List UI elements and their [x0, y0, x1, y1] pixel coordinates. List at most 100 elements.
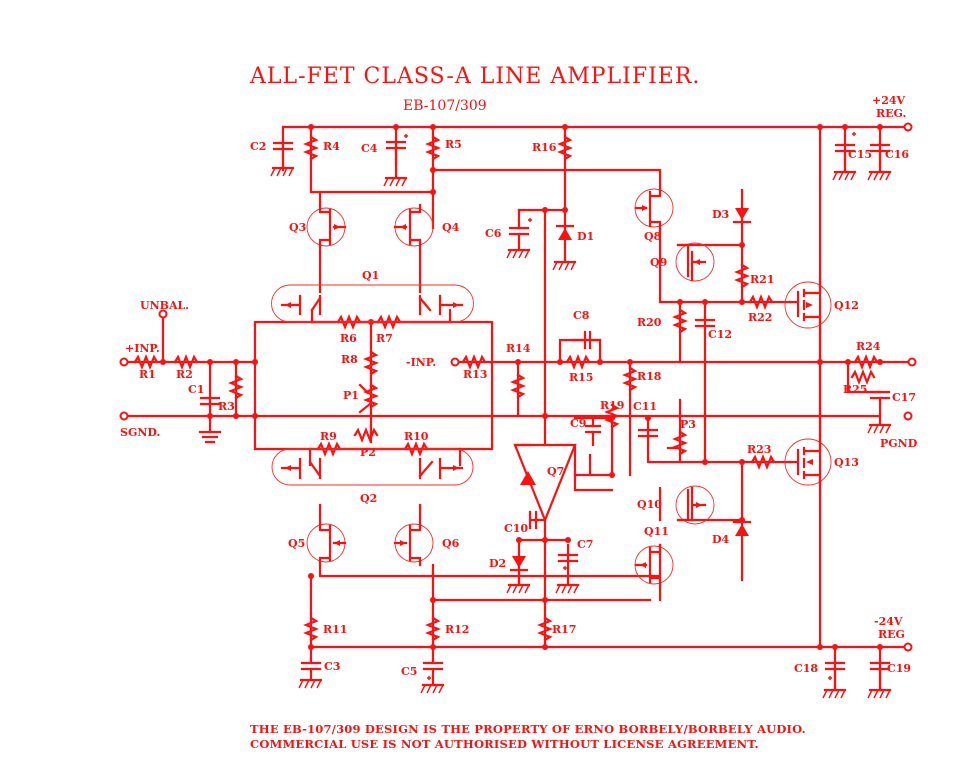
label-c4: C4 — [361, 142, 378, 155]
label-r10: R10 — [404, 430, 429, 443]
label-r8: R8 — [341, 353, 358, 366]
resistor-r6 — [336, 314, 362, 330]
transistor-q6 — [393, 523, 434, 567]
terminal-labels: +24V REG. -24V REG UNBAL. +INP. -INP. SG… — [120, 94, 918, 641]
potentiometer-p1 — [363, 383, 379, 409]
capacitor-c11 — [637, 428, 659, 438]
label-p1: P1 — [343, 389, 359, 402]
resistor-r24 — [853, 354, 879, 370]
pgnd-label: PGND — [880, 437, 918, 450]
label-q13: Q13 — [834, 456, 859, 469]
resistor-r3 — [228, 374, 244, 400]
label-q2: Q2 — [360, 492, 377, 505]
transistor-q9 — [675, 242, 715, 282]
ground-symbols — [198, 146, 892, 699]
ground-c16 — [867, 149, 892, 181]
transistor-q4 — [393, 203, 434, 247]
transistor-q1 — [271, 284, 474, 323]
resistor-r18 — [622, 366, 638, 392]
diagram-title: ALL-FET CLASS-A LINE AMPLIFIER. — [249, 64, 700, 89]
label-r25: R25 — [843, 383, 867, 396]
label-c17: C17 — [892, 391, 916, 404]
label-r20: R20 — [637, 316, 662, 329]
label-r18: R18 — [637, 370, 662, 383]
junctions — [160, 124, 883, 650]
neg-supply-label-2: REG — [878, 628, 905, 641]
ground-c3 — [298, 678, 323, 689]
label-c7: C7 — [577, 538, 593, 551]
label-r2: R2 — [176, 368, 193, 381]
footer-line-2: COMMERCIAL USE IS NOT AUTHORISED WITHOUT… — [250, 737, 759, 751]
resistor-r10 — [403, 441, 429, 457]
terminals — [119, 122, 917, 652]
label-q4: Q4 — [442, 221, 460, 234]
ground-c15 — [832, 149, 857, 181]
label-p2: P2 — [360, 446, 376, 459]
label-r1: R1 — [139, 368, 156, 381]
label-r12: R12 — [445, 623, 469, 636]
capacitor-c5 — [422, 661, 444, 687]
label-c8: C8 — [573, 309, 590, 322]
label-d3: D3 — [712, 208, 729, 221]
label-r15: R15 — [569, 371, 593, 384]
resistor-r9 — [316, 441, 342, 457]
ground-c17 — [867, 396, 892, 434]
label-r7: R7 — [376, 332, 393, 345]
label-p3: P3 — [680, 418, 696, 431]
label-d2: D2 — [489, 557, 506, 570]
label-r5: R5 — [445, 138, 462, 151]
label-c5: C5 — [401, 665, 417, 678]
label-q10: Q10 — [637, 498, 662, 511]
label-c1: C1 — [188, 383, 204, 396]
label-r14: R14 — [506, 342, 531, 355]
capacitor-c1 — [199, 396, 221, 406]
diode-d4 — [732, 520, 752, 536]
resistor-r20 — [672, 308, 688, 334]
label-r11: R11 — [323, 623, 347, 636]
label-c10: C10 — [504, 522, 528, 535]
pgnd-terminal — [903, 411, 913, 421]
resistor-r22 — [748, 294, 774, 310]
transistor-q12 — [784, 280, 832, 329]
capacitor-c6 — [508, 208, 530, 252]
label-q6: Q6 — [442, 537, 460, 550]
label-c12: C12 — [708, 328, 732, 341]
label-r23: R23 — [747, 443, 771, 456]
capacitor-c7 — [557, 553, 579, 563]
label-q3: Q3 — [289, 221, 306, 234]
resistor-r15 — [565, 354, 591, 370]
ground-c4 — [383, 146, 408, 187]
sgnd-terminal — [119, 411, 129, 421]
ground-d1 — [552, 260, 577, 271]
resistor-r2 — [173, 354, 199, 370]
resistor-r13 — [461, 354, 487, 370]
inp-pos-terminal — [119, 357, 129, 367]
capacitors — [199, 132, 891, 687]
wiring — [123, 125, 912, 692]
ground-c18 — [822, 667, 847, 699]
label-q5: Q5 — [288, 537, 305, 550]
inp-neg-terminal — [450, 357, 460, 367]
label-c19: C19 — [887, 662, 911, 675]
diode-d3 — [732, 208, 752, 224]
label-r9: R9 — [320, 430, 337, 443]
pos-supply-terminal — [903, 122, 913, 132]
resistor-r25 — [850, 369, 876, 385]
neg-supply-label-1: -24V — [874, 615, 903, 628]
transistor-q10 — [675, 485, 715, 525]
unbal-label: UNBAL. — [140, 299, 189, 312]
output-terminal — [907, 357, 917, 367]
resistor-r19 — [604, 403, 620, 429]
label-c18: C18 — [794, 662, 818, 675]
ground-c2 — [270, 147, 295, 177]
label-r16: R16 — [532, 141, 557, 154]
label-d1: D1 — [577, 230, 594, 243]
component-labels: R1 R2 C1 R3 C2 R4 C4 R5 R16 Q3 Q4 C6 D1 … — [139, 138, 916, 678]
label-r22: R22 — [748, 311, 772, 324]
unbal-terminal — [158, 309, 168, 319]
label-d4: D4 — [712, 533, 730, 546]
capacitor-c3 — [300, 661, 322, 682]
transistor-q2 — [271, 448, 474, 486]
transistor-q11 — [634, 543, 674, 587]
